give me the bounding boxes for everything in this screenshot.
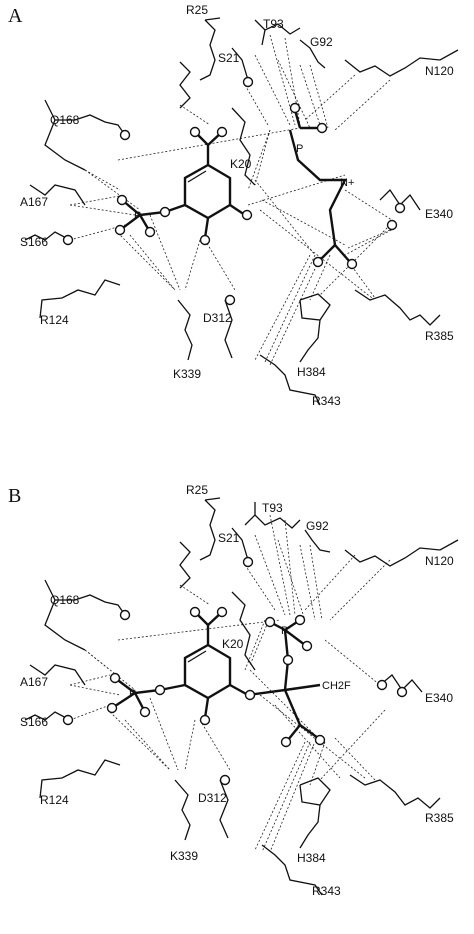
panel-a-phosphonate-p: P [296,143,303,155]
panel-b-res-k339: K339 [170,849,198,863]
panel-b-hbonds [69,514,391,853]
panel-a-res-q168: Q168 [50,113,80,127]
panel-b-res-e340: E340 [425,691,453,705]
panel-b-sidechains [24,497,459,896]
panel-a-sidechains [24,17,459,406]
panel-a-label: A [8,5,23,27]
panel-a-oxygens [62,76,406,306]
panel-b-res-r343: R343 [312,884,341,898]
panel-b-res-k20: K20 [222,637,244,651]
panel-b-oxygens [62,556,408,786]
panel-b-res-r25: R25 [186,483,208,497]
panel-b-res-t93: T93 [262,501,283,515]
panel-a-n-plus: N+ [340,177,354,189]
panel-a-res-s21: S21 [218,51,240,65]
panel-b-res-n120: N120 [425,554,454,568]
panel-a-res-r124: R124 [40,313,69,327]
panel-b-res-q168: Q168 [50,593,80,607]
panel-a-phosphate-p: P [134,210,141,222]
panel-b-res-s21: S21 [218,531,240,545]
panel-a-res-n120: N120 [425,64,454,78]
panel-b-phosphonate-p: P [281,625,288,637]
panel-a-res-h384: H384 [297,365,326,379]
panel-a-res-t93: T93 [263,17,284,31]
panel-b-phosphate-p: P [129,688,136,700]
panel-b-res-s166: S166 [20,715,48,729]
panel-b: B [8,483,459,898]
panel-b-res-r124: R124 [40,793,69,807]
panel-a-res-a167: A167 [20,195,48,209]
panel-a-res-r385: R385 [425,329,454,343]
panel-b-res-h384: H384 [297,851,326,865]
panel-a-res-r25: R25 [186,3,208,17]
panel-b-label: B [8,485,21,507]
panel-b-res-r385: R385 [425,811,454,825]
panel-a-res-g92: G92 [310,35,333,49]
panel-a-res-r343: R343 [312,394,341,408]
panel-a-res-k339: K339 [173,367,201,381]
panel-b-res-d312: D312 [198,791,227,805]
panel-b-ch2f: CH2F [322,680,351,692]
panel-a-ligand [119,109,351,263]
panel-a-res-d312: D312 [203,311,232,325]
panel-a-res-e340: E340 [425,207,453,221]
panel-a-res-k20: K20 [230,157,252,171]
panel-a-res-s166: S166 [20,235,48,249]
panel-a: A [8,3,459,408]
panel-b-res-a167: A167 [20,675,48,689]
panel-b-res-g92: G92 [306,519,329,533]
